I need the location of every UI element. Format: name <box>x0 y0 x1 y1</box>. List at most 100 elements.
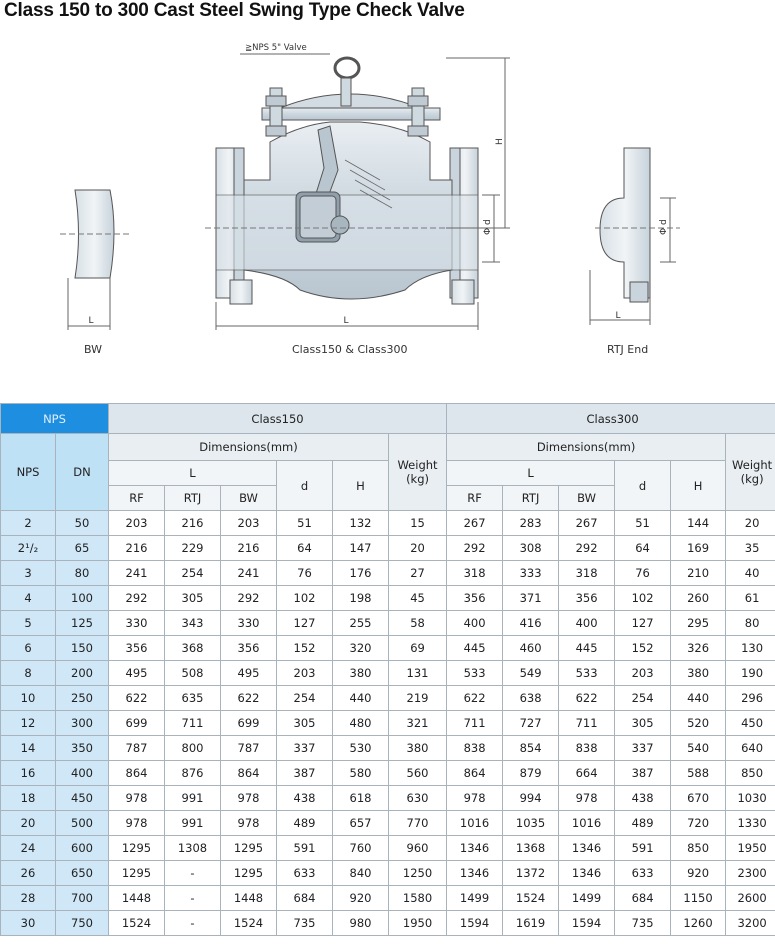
dn-cell: 350 <box>55 735 109 761</box>
value-cell: 591 <box>276 835 333 861</box>
value-cell: 305 <box>164 585 221 611</box>
value-cell: 356 <box>558 585 616 611</box>
dn-cell: 700 <box>55 885 109 911</box>
value-cell: 371 <box>502 585 560 611</box>
value-cell: 337 <box>614 735 672 761</box>
value-cell: 203 <box>614 660 672 686</box>
value-cell: 1016 <box>558 810 616 836</box>
value-cell: 400 <box>446 610 504 636</box>
value-cell: 318 <box>558 560 616 586</box>
value-cell: 219 <box>387 685 448 711</box>
value-cell: 76 <box>276 560 333 586</box>
header-weight-300: Weight(kg) <box>725 433 775 511</box>
value-cell: 438 <box>614 785 672 811</box>
dn-cell: 750 <box>55 910 109 936</box>
value-cell: 980 <box>332 910 389 936</box>
dimension-L <box>215 302 479 330</box>
value-cell: 622 <box>558 685 616 711</box>
value-cell: 267 <box>558 510 616 536</box>
value-cell: 720 <box>670 810 727 836</box>
dn-cell: 600 <box>55 835 109 861</box>
nps-cell: 16 <box>0 760 56 786</box>
value-cell: 1619 <box>502 910 560 936</box>
value-cell: 480 <box>332 710 389 736</box>
value-cell: 2600 <box>725 885 775 911</box>
value-cell: 618 <box>332 785 389 811</box>
value-cell: 1368 <box>502 835 560 861</box>
value-cell: 144 <box>670 510 727 536</box>
value-cell: 838 <box>446 735 504 761</box>
value-cell: 440 <box>670 685 727 711</box>
value-cell: 978 <box>220 785 277 811</box>
value-cell: 994 <box>502 785 560 811</box>
value-cell: 80 <box>725 610 775 636</box>
value-cell: - <box>164 885 221 911</box>
value-cell: 147 <box>332 535 389 561</box>
value-cell: 495 <box>108 660 165 686</box>
value-cell: 400 <box>558 610 616 636</box>
dn-cell: 100 <box>55 585 109 611</box>
value-cell: 1346 <box>446 860 504 886</box>
rtj-end-view <box>589 147 680 325</box>
value-cell: 380 <box>387 735 448 761</box>
value-cell: 711 <box>558 710 616 736</box>
header-bw-300: BW <box>558 485 616 511</box>
header-rf-300: RF <box>446 485 504 511</box>
dn-cell: 250 <box>55 685 109 711</box>
value-cell: 588 <box>670 760 727 786</box>
value-cell: 102 <box>614 585 672 611</box>
value-cell: 1295 <box>220 835 277 861</box>
nps-cell: 24 <box>0 835 56 861</box>
value-cell: 387 <box>614 760 672 786</box>
value-cell: 1346 <box>558 860 616 886</box>
value-cell: 787 <box>108 735 165 761</box>
value-cell: 460 <box>502 635 560 661</box>
dn-cell: 150 <box>55 635 109 661</box>
value-cell: 337 <box>276 735 333 761</box>
value-cell: 787 <box>220 735 277 761</box>
value-cell: 305 <box>614 710 672 736</box>
value-cell: 727 <box>502 710 560 736</box>
value-cell: 20 <box>387 535 448 561</box>
bw-L-label: L <box>88 316 93 326</box>
H-label: H <box>495 138 505 145</box>
header-nps: NPS <box>0 433 56 511</box>
header-L-150: L <box>108 460 277 486</box>
value-cell: 657 <box>332 810 389 836</box>
value-cell: 1524 <box>220 910 277 936</box>
value-cell: 1950 <box>387 910 448 936</box>
value-cell: 76 <box>614 560 672 586</box>
value-cell: 295 <box>670 610 727 636</box>
rtj-L-label: L <box>615 311 620 321</box>
value-cell: 356 <box>446 585 504 611</box>
nps-cell: 4 <box>0 585 56 611</box>
value-cell: 254 <box>614 685 672 711</box>
bw-end-view <box>60 189 130 330</box>
value-cell: 40 <box>725 560 775 586</box>
nps-cell: 20 <box>0 810 56 836</box>
value-cell: 684 <box>614 885 672 911</box>
value-cell: 333 <box>502 560 560 586</box>
value-cell: 622 <box>446 685 504 711</box>
value-cell: 1295 <box>220 860 277 886</box>
value-cell: 387 <box>276 760 333 786</box>
value-cell: 27 <box>387 560 448 586</box>
value-cell: 61 <box>725 585 775 611</box>
value-cell: 520 <box>670 710 727 736</box>
valve-drawing: L <box>60 43 680 330</box>
header-weight-150: Weight(kg) <box>387 433 448 511</box>
value-cell: 51 <box>276 510 333 536</box>
value-cell: 540 <box>670 735 727 761</box>
spec-table: NPS Class150 Class300 NPS DN Dimensions(… <box>0 403 775 936</box>
header-dimensions-300: Dimensions(mm) <box>446 433 727 461</box>
value-cell: 1030 <box>725 785 775 811</box>
value-cell: 711 <box>446 710 504 736</box>
value-cell: 368 <box>164 635 221 661</box>
value-cell: 216 <box>164 510 221 536</box>
